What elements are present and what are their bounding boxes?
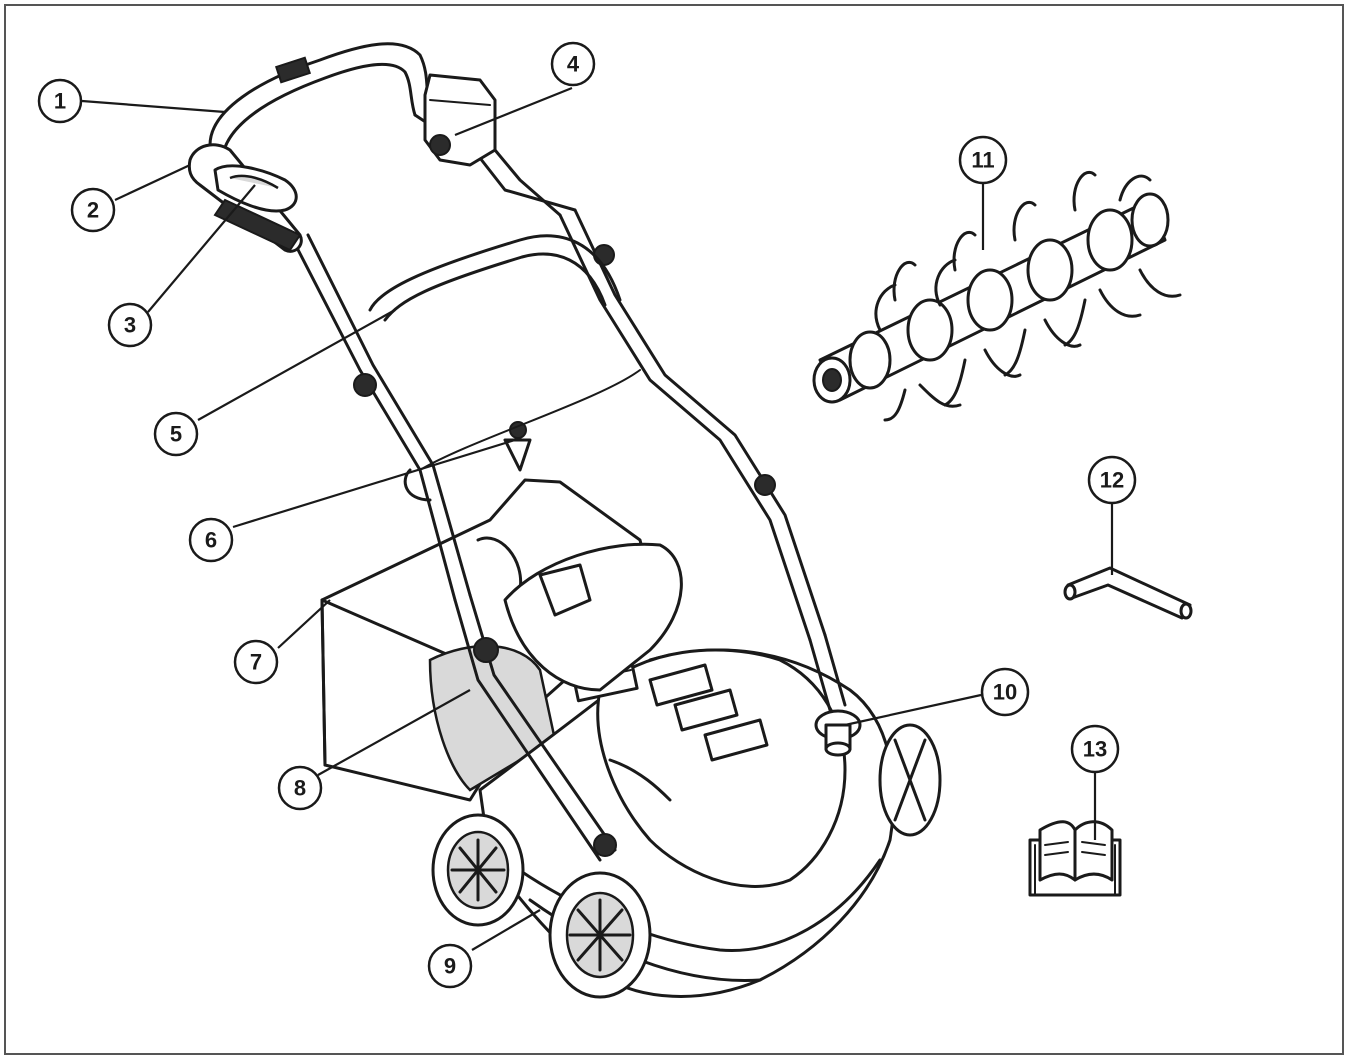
callout-6: 6 [188,517,234,563]
callout-7: 7 [233,639,279,685]
callout-9-label: 9 [444,954,456,979]
callout-4-label: 4 [567,52,580,77]
callout-12-label: 12 [1100,468,1124,493]
callout-13: 13 [1070,724,1120,774]
callout-7-label: 7 [250,650,262,675]
callout-2: 2 [70,187,116,233]
callout-1: 1 [37,78,83,124]
callout-5-label: 5 [170,422,182,447]
callout-5: 5 [153,411,199,457]
callout-2-label: 2 [87,198,99,223]
callout-11-label: 11 [971,148,994,173]
callout-3-label: 3 [124,313,136,338]
callout-11: 11 [958,135,1008,185]
callout-9: 9 [427,943,473,989]
callout-1-label: 1 [54,89,66,114]
diagram-frame [4,4,1344,1055]
callout-8-label: 8 [294,776,306,801]
callout-10: 10 [980,667,1030,717]
callout-10-label: 10 [993,680,1017,705]
hex-key-icon [1063,566,1193,620]
mower-illustration [187,42,942,999]
aerator-roller-illustration [812,171,1182,422]
callout-6-label: 6 [205,528,217,553]
rear-wheel [431,813,525,927]
leader-lines [81,86,1114,951]
callout-4: 4 [550,41,596,87]
callout-13-label: 13 [1083,737,1107,762]
right-wheel [878,723,942,837]
front-wheel [548,871,652,999]
manual-book-icon [1028,820,1122,897]
callout-8: 8 [277,765,323,811]
callout-12: 12 [1087,455,1137,505]
callout-3: 3 [107,302,153,348]
